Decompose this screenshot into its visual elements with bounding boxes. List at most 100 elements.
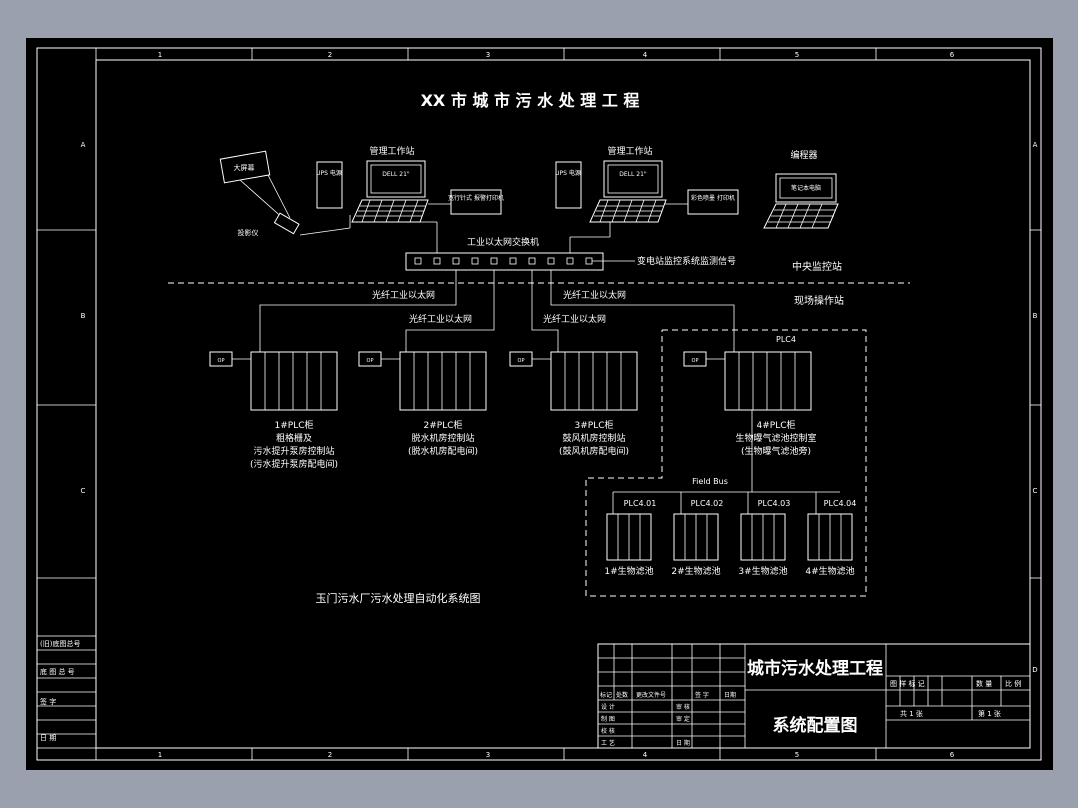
monitor-right-label: DELL 21" — [619, 171, 647, 178]
grid-row-a-left: A — [81, 141, 86, 149]
fieldbus-drops — [612, 492, 817, 514]
monitor-left — [366, 160, 426, 198]
substation-signal-label: 变电站监控系统监测信号 — [637, 255, 736, 267]
sub-plc-3-name: 3#生物滤池 — [738, 565, 787, 577]
projector-beam-2 — [267, 174, 291, 219]
plc-2-line1: 脱水机房控制站 — [411, 432, 474, 444]
side-table — [36, 635, 97, 749]
title-block-sheet-no: 第 1 张 — [978, 709, 1001, 718]
side-table-row-2: 底 图 总 号 — [40, 667, 75, 676]
grid-col-3-top: 3 — [486, 51, 490, 59]
plc-cabinet-3 — [509, 351, 638, 411]
grid-row-b-right: B — [1033, 312, 1038, 320]
rev-header-doc: 更改文件号 — [636, 691, 666, 699]
plc4-label: PLC4 — [776, 335, 796, 344]
grid-col-6-bottom: 6 — [950, 751, 955, 759]
plc-cabinet-2 — [358, 351, 487, 411]
plc-4-name: 4#PLC柜 — [757, 419, 796, 431]
drawing-sheet — [26, 38, 1053, 770]
big-screen-box — [219, 150, 271, 184]
central-station-label: 中央监控站 — [792, 260, 842, 273]
sub-plc-4-code: PLC4.04 — [824, 499, 857, 508]
sub-plc-1-code: PLC4.01 — [624, 499, 657, 508]
sub-plc-2-code: PLC4.02 — [691, 499, 724, 508]
fiber-label-3: 光纤工业以太网 — [543, 313, 606, 325]
programmer-label: 编程器 — [790, 149, 817, 161]
role-approve: 审 定 — [676, 715, 690, 723]
station-left-label: 管理工作站 — [369, 145, 414, 157]
plc-4-line1: 生物曝气滤池控制室 — [735, 432, 816, 444]
grid-row-b-left: B — [81, 312, 86, 320]
fiber-label-2: 光纤工业以太网 — [409, 313, 472, 325]
grid-col-5-top: 5 — [795, 51, 799, 59]
ups-right-box — [555, 161, 582, 209]
inner-frame — [95, 59, 1031, 749]
plc4-dashed-region — [585, 329, 867, 597]
rev-header-date: 日期 — [724, 691, 736, 699]
fiber-label-1: 光纤工业以太网 — [372, 289, 435, 301]
grid-col-4-top: 4 — [643, 51, 648, 59]
plc-2-line2: (脱水机房配电间) — [408, 445, 478, 457]
field-station-label: 现场操作站 — [794, 294, 844, 307]
switch-label: 工业以太网交换机 — [467, 236, 539, 248]
plc-1-line2: 污水提升泵房控制站 — [253, 445, 334, 457]
projector-icon — [273, 212, 300, 235]
plc-3-name: 3#PLC柜 — [575, 419, 614, 431]
plc-3-line1: 鼓风机房控制站 — [562, 432, 625, 444]
plc-3-line2: (鼓风机房配电间) — [559, 445, 629, 457]
system-caption: 玉门污水厂污水处理自动化系统图 — [316, 591, 481, 605]
projector-beam-1 — [239, 179, 286, 221]
monitor-left-label: DELL 21" — [382, 171, 410, 178]
sub-plc-3-code: PLC4.03 — [758, 499, 791, 508]
grid-col-2-top: 2 — [328, 51, 332, 59]
plc-1-line3: (污水提升泵房配电间) — [250, 458, 338, 470]
sub-plc-1-name: 1#生物滤池 — [604, 565, 653, 577]
ethernet-switch — [405, 252, 604, 271]
plc-cabinet-4 — [683, 351, 812, 411]
printer-left-box — [450, 189, 502, 215]
programmer-screen — [775, 173, 837, 203]
station-right-label: 管理工作站 — [607, 145, 652, 157]
rev-header-mark: 标记 — [600, 691, 612, 699]
role-draw: 制 图 — [601, 715, 615, 723]
ups-left-label: UPS 电源 — [316, 169, 342, 177]
op-panel-1-label: OP — [218, 358, 225, 364]
op-panel-2-label: OP — [367, 358, 374, 364]
printer-left-label: 宽行针式 报警打印机 — [448, 194, 504, 202]
grid-col-4-bottom: 4 — [643, 751, 648, 759]
grid-row-a-right: A — [1033, 141, 1038, 149]
ups-left-box — [316, 161, 343, 209]
plc-4-line2: (生物曝气滤池旁) — [741, 445, 811, 457]
role-check: 校 核 — [601, 727, 615, 735]
printer-right-label: 彩色喷墨 打印机 — [691, 194, 735, 202]
rev-header-count: 处数 — [616, 691, 628, 699]
grid-col-3-bottom: 3 — [486, 751, 490, 759]
title-block-scale-header: 比 例 — [1005, 679, 1021, 688]
grid-row-c-right: C — [1033, 487, 1038, 495]
fiber-links — [259, 270, 735, 352]
projector-cable — [299, 227, 351, 236]
title-block-project: 城市污水处理工程 — [747, 658, 883, 679]
side-table-row-3: 签 字 — [40, 697, 56, 706]
programmer-screen-label: 笔记本电脑 — [791, 184, 821, 192]
monitor-right — [603, 160, 663, 198]
role-process: 工 艺 — [601, 739, 615, 747]
title-block — [597, 643, 1031, 749]
role-review: 审 核 — [676, 703, 690, 711]
fiber-label-4: 光纤工业以太网 — [563, 289, 626, 301]
side-table-row-4: 日 期 — [40, 734, 56, 742]
plc-1-line1: 粗格栅及 — [276, 432, 312, 444]
switch-ports — [414, 257, 593, 265]
grid-col-6-top: 6 — [950, 51, 955, 59]
op-panel-4-label: OP — [692, 358, 699, 364]
rev-header-sign: 签 字 — [695, 691, 709, 699]
sub-plc-boxes — [606, 513, 853, 561]
ups-right-label: UPS 电源 — [555, 169, 581, 177]
fieldbus-label: Field Bus — [692, 477, 728, 486]
role-date: 日 期 — [676, 739, 690, 747]
diagram-title: XX 市 城 市 污 水 处 理 工 程 — [421, 91, 640, 110]
role-design: 设 计 — [601, 703, 615, 711]
side-table-row-1: (旧)底图总号 — [40, 639, 80, 648]
projector-label: 投影仪 — [238, 228, 259, 237]
